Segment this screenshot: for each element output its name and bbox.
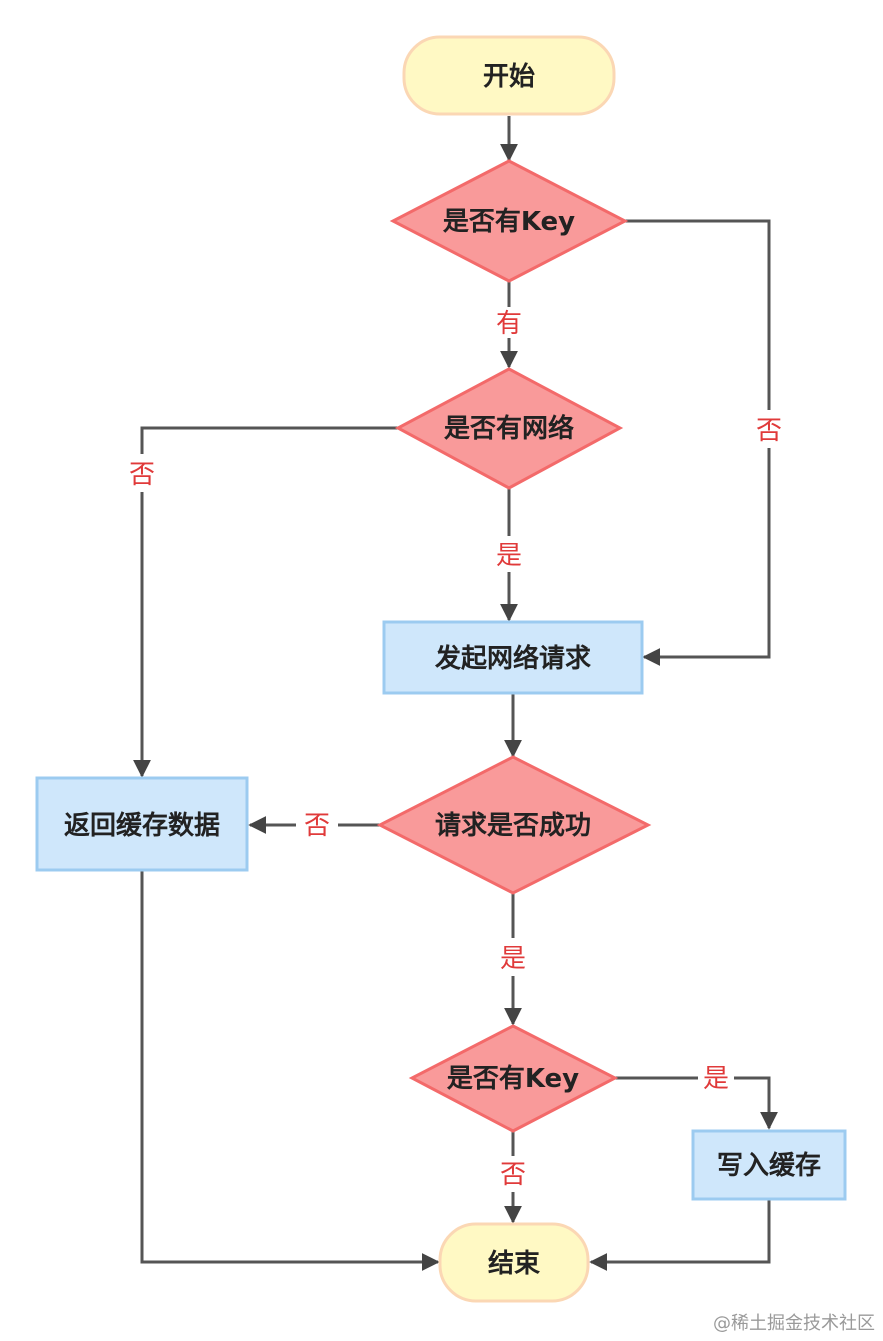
nodes: 开始 是否有Key 是否有网络 发起网络请求 请求是否成功 返回缓存数据 bbox=[35, 35, 847, 1303]
start-terminal: 开始 bbox=[402, 35, 616, 116]
label-key2-no: 否 bbox=[500, 1160, 526, 1190]
start-label: 开始 bbox=[483, 62, 535, 92]
edge-cache-to-end bbox=[140, 871, 440, 1271]
edge-key2-to-write bbox=[615, 1076, 769, 1128]
decision-has-key-2-label: 是否有Key bbox=[447, 1064, 579, 1094]
end-terminal: 结束 bbox=[438, 1222, 590, 1303]
watermark: @稀土掘金技术社区 bbox=[713, 1313, 875, 1334]
decision-has-key-2: 是否有Key bbox=[408, 1024, 619, 1133]
process-send-request-label: 发起网络请求 bbox=[434, 643, 591, 674]
end-label: 结束 bbox=[488, 1248, 541, 1279]
label-network-yes: 是 bbox=[496, 541, 522, 571]
decision-has-network-label: 是否有网络 bbox=[444, 413, 574, 444]
edge-network-to-cache bbox=[142, 426, 398, 776]
edges bbox=[140, 116, 771, 1271]
label-key1-yes: 有 bbox=[496, 309, 522, 339]
process-write-cache: 写入缓存 bbox=[691, 1129, 847, 1201]
decision-request-success: 请求是否成功 bbox=[376, 755, 652, 895]
label-key1-no: 否 bbox=[756, 416, 782, 446]
label-success-yes: 是 bbox=[500, 944, 526, 974]
decision-has-network: 是否有网络 bbox=[394, 367, 624, 490]
label-network-no: 否 bbox=[129, 460, 155, 490]
process-send-request: 发起网络请求 bbox=[382, 620, 644, 695]
edge-labels: 有 否 否 是 否 是 是 否 bbox=[129, 309, 782, 1190]
decision-has-key-1-label: 是否有Key bbox=[443, 207, 575, 237]
process-return-cache-label: 返回缓存数据 bbox=[64, 810, 220, 841]
label-key2-yes: 是 bbox=[703, 1064, 729, 1094]
decision-has-key-1: 是否有Key bbox=[389, 159, 629, 283]
decision-request-success-label: 请求是否成功 bbox=[435, 811, 591, 841]
edge-write-to-end bbox=[589, 1200, 771, 1271]
label-success-no: 否 bbox=[304, 811, 330, 841]
process-write-cache-label: 写入缓存 bbox=[717, 1150, 821, 1181]
process-return-cache: 返回缓存数据 bbox=[35, 776, 249, 872]
edge-key1-to-request bbox=[625, 219, 771, 657]
